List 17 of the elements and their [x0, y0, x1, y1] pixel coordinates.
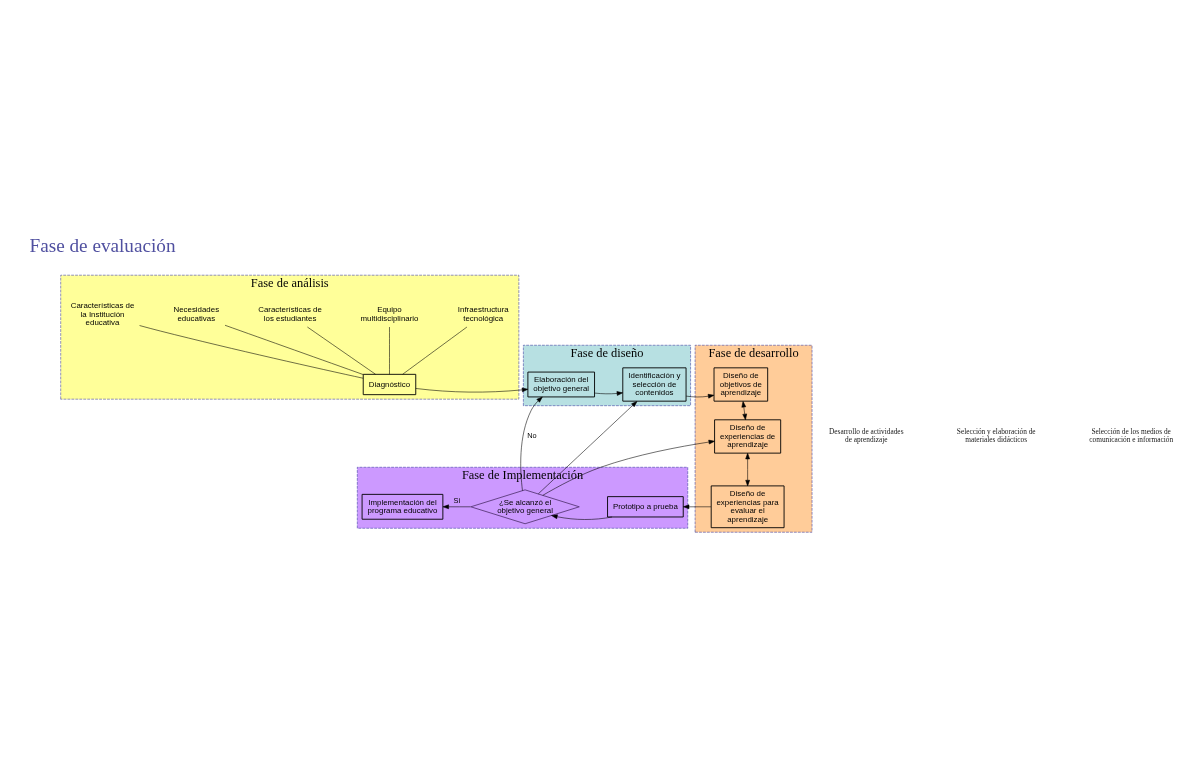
arrow	[741, 400, 747, 420]
connector	[402, 326, 468, 375]
arrow	[685, 393, 715, 398]
arrow	[542, 439, 715, 496]
arrow	[594, 390, 623, 396]
arrow	[683, 504, 712, 509]
connector	[224, 324, 364, 375]
label: Fase de evaluación	[29, 234, 176, 256]
arrow	[551, 514, 613, 520]
connector	[139, 324, 364, 378]
arrow	[415, 387, 529, 392]
arrow	[520, 396, 543, 491]
connector	[307, 326, 376, 375]
arrow	[538, 400, 638, 494]
connector	[389, 326, 390, 375]
arrow	[442, 504, 471, 509]
arrow	[745, 452, 750, 486]
